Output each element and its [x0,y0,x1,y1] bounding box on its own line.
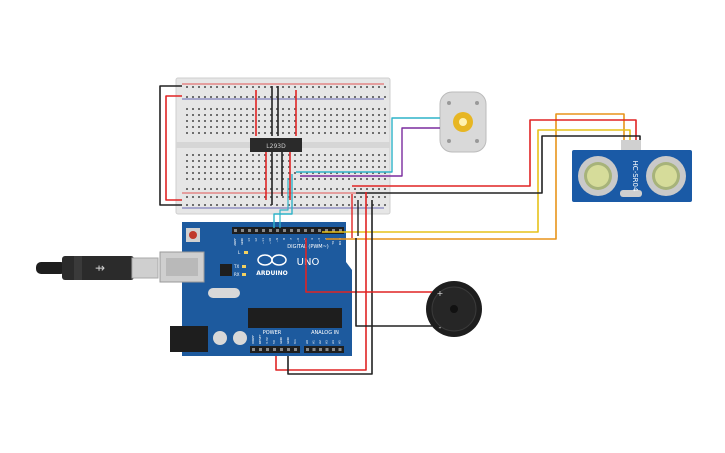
digital-pin-hole [269,229,272,232]
power-pin-label: GND [286,336,290,344]
power-pin-label: 5V [272,339,276,344]
digital-pin-hole [276,229,279,232]
digital-pin-hole [241,229,244,232]
analog-pin-hole [325,348,329,351]
analog-pin-label: A2 [318,340,322,344]
dc-motor-icon[interactable] [439,91,487,153]
buzzer-plus-label: + [437,289,444,298]
buzzer-minus-label: - [439,323,442,332]
analog-pin-hole [312,348,316,351]
digital-pin-label: 4 [310,238,314,240]
power-pin-label: 3.3V [265,336,269,344]
arduino-brand: ARDUINO [256,270,287,277]
power-pin-hole [280,348,283,351]
digital-pin-label: 13 [247,238,251,242]
power-pin-hole [273,348,276,351]
analog-pin-hole [306,348,309,351]
digital-pin-label: ~5 [303,238,307,243]
digital-pin-hole [311,229,314,232]
digital-pin-label: 7 [289,238,293,240]
power-pin-hole [266,348,269,351]
l293d-chip[interactable] [250,138,302,152]
ultrasonic-sensor-icon[interactable]: HC-SR04 [572,140,692,202]
piezo-buzzer-icon[interactable]: + - [426,281,482,337]
power-pin-label: Vin [293,339,297,344]
digital-pin-hole [297,229,300,232]
analog-pin-label: A5 [338,340,342,344]
power-pin-hole [287,348,290,351]
power-pin-hole [294,348,297,351]
digital-pin-label: ~3 [317,238,321,243]
wire-yellow-sensor [322,129,631,233]
digital-pin-hole [318,229,321,232]
power-pin-hole [252,348,255,351]
arduino-logo-icon [257,254,287,266]
power-pin-label: RESET [258,334,262,344]
digital-pin-label: ~11 [261,238,265,244]
power-pin-label: GND [279,336,283,344]
digital-header-label: DIGITAL (PWM~) [287,244,329,250]
wires [159,85,641,375]
digital-pin-hole [283,229,286,232]
wire-red-left [165,95,182,201]
digital-pin-label: RX 0 [338,238,342,245]
digital-pin-label: TX 1 [331,238,335,246]
wire-cyan-motor [296,117,440,173]
digital-pin-hole [248,229,251,232]
analog-pin-hole [338,348,342,351]
wire-orange-sensor [326,113,625,240]
analog-pin-hole [332,348,335,351]
digital-pin-hole [339,229,342,232]
digital-pin-hole [255,229,258,232]
digital-pin-hole [290,229,293,232]
power-pin-holes [252,348,342,351]
wire-cyan-arduino [273,174,293,228]
analog-header-label: ANALOG IN [311,330,339,336]
wire-black-sensor [356,135,641,194]
power-header-label: POWER [263,330,282,336]
sensor-label: HC-SR04 [631,161,639,192]
analog-pin-label: A1 [312,340,316,344]
analog-header[interactable] [304,346,344,353]
digital-pin-hole [304,229,307,232]
led-label-rx: RX [234,272,240,277]
analog-pin-label: A4 [331,340,335,344]
wire-black-buzzer [355,238,432,327]
digital-pin-label: GND [240,237,244,245]
breadboard[interactable]: L293D [175,77,391,215]
digital-pin-label: 8 [282,238,286,240]
digital-pin-label: AREF [233,238,237,246]
digital-pin-label: ~6 [296,238,300,243]
led-label-l: L [238,250,241,255]
wire-red-sensor [352,119,637,187]
digital-pin-label: ~9 [275,238,279,243]
digital-pin-label: 12 [254,238,258,242]
power-pin-hole [259,348,262,351]
atmega-chip [248,308,342,328]
digital-pin-holes [234,229,342,232]
svg-text:⇸: ⇸ [95,261,105,275]
analog-pin-label: A3 [325,340,329,344]
analog-pin-label: A0 [305,340,309,344]
digital-pin-label: ~10 [268,238,272,244]
digital-pin-hole [262,229,265,232]
power-pin-label: IOREF [251,335,255,344]
digital-pin-hole [234,229,237,232]
wire-black-left [159,85,182,206]
digital-pin-hole [325,229,328,232]
analog-pin-hole [319,348,322,351]
digital-pin-hole [332,229,335,232]
digital-header[interactable] [232,227,344,234]
wire-purple-motor [300,127,440,177]
usb-cable-icon: ⇸ [36,256,159,280]
breadboard-holes [186,86,386,206]
wire-red-buzzer [305,238,432,293]
arduino-model: UNO [297,257,320,268]
led-label-tx: TX [233,264,239,269]
chip-label: L293D [266,143,286,150]
